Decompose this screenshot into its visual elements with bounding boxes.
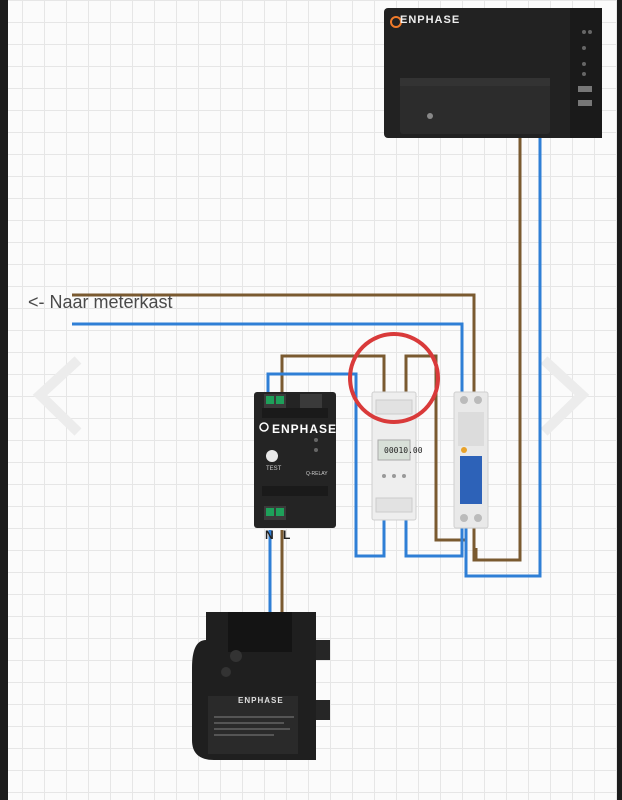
terminal-icon (266, 508, 274, 516)
terminal-icon-2 (276, 508, 284, 516)
relay-brand-label: ENPHASE (272, 422, 338, 436)
usb-port-icon (578, 86, 592, 92)
energy-meter (371, 391, 417, 521)
gateway-status-icons (582, 30, 592, 76)
enphase-logo-icon (390, 16, 402, 28)
left-chevron-icon (32, 356, 82, 436)
gateway-led-icon (427, 113, 433, 119)
meter-reading: 00010.00 (384, 446, 423, 455)
test-button-icon (266, 450, 278, 462)
neutral-live-label: N L (265, 528, 294, 542)
breaker-toggle-icon (460, 456, 482, 504)
right-chevron-icon (540, 356, 590, 436)
q-relay (254, 392, 336, 528)
enphase-gateway (384, 8, 602, 138)
neutral-wire-relay-top (266, 372, 284, 392)
naar-meterkast-label: <- Naar meterkast (28, 292, 173, 312)
highlight-circle-icon (348, 332, 440, 424)
circuit-breaker (453, 391, 489, 529)
neutral-wire-meter-in (284, 372, 386, 558)
microinverter (192, 612, 330, 760)
neutral-wire-meterkast (72, 322, 464, 392)
left-screen-edge (0, 0, 8, 800)
inverter-brand-label: ENPHASE (238, 696, 284, 705)
live-wire-gateway (474, 136, 522, 562)
gateway-brand-label: ENPHASE (400, 14, 461, 26)
relay-name-label: Q-RELAY (306, 471, 328, 477)
neutral-wire-meter-out (404, 520, 464, 558)
right-screen-edge (617, 0, 622, 800)
relay-test-label: TEST (266, 466, 282, 472)
neutral-wire-gateway (464, 136, 542, 578)
neutral-wires (72, 136, 542, 615)
usb-port-icon-2 (578, 100, 592, 106)
enphase-logo-icon-relay (259, 422, 269, 432)
